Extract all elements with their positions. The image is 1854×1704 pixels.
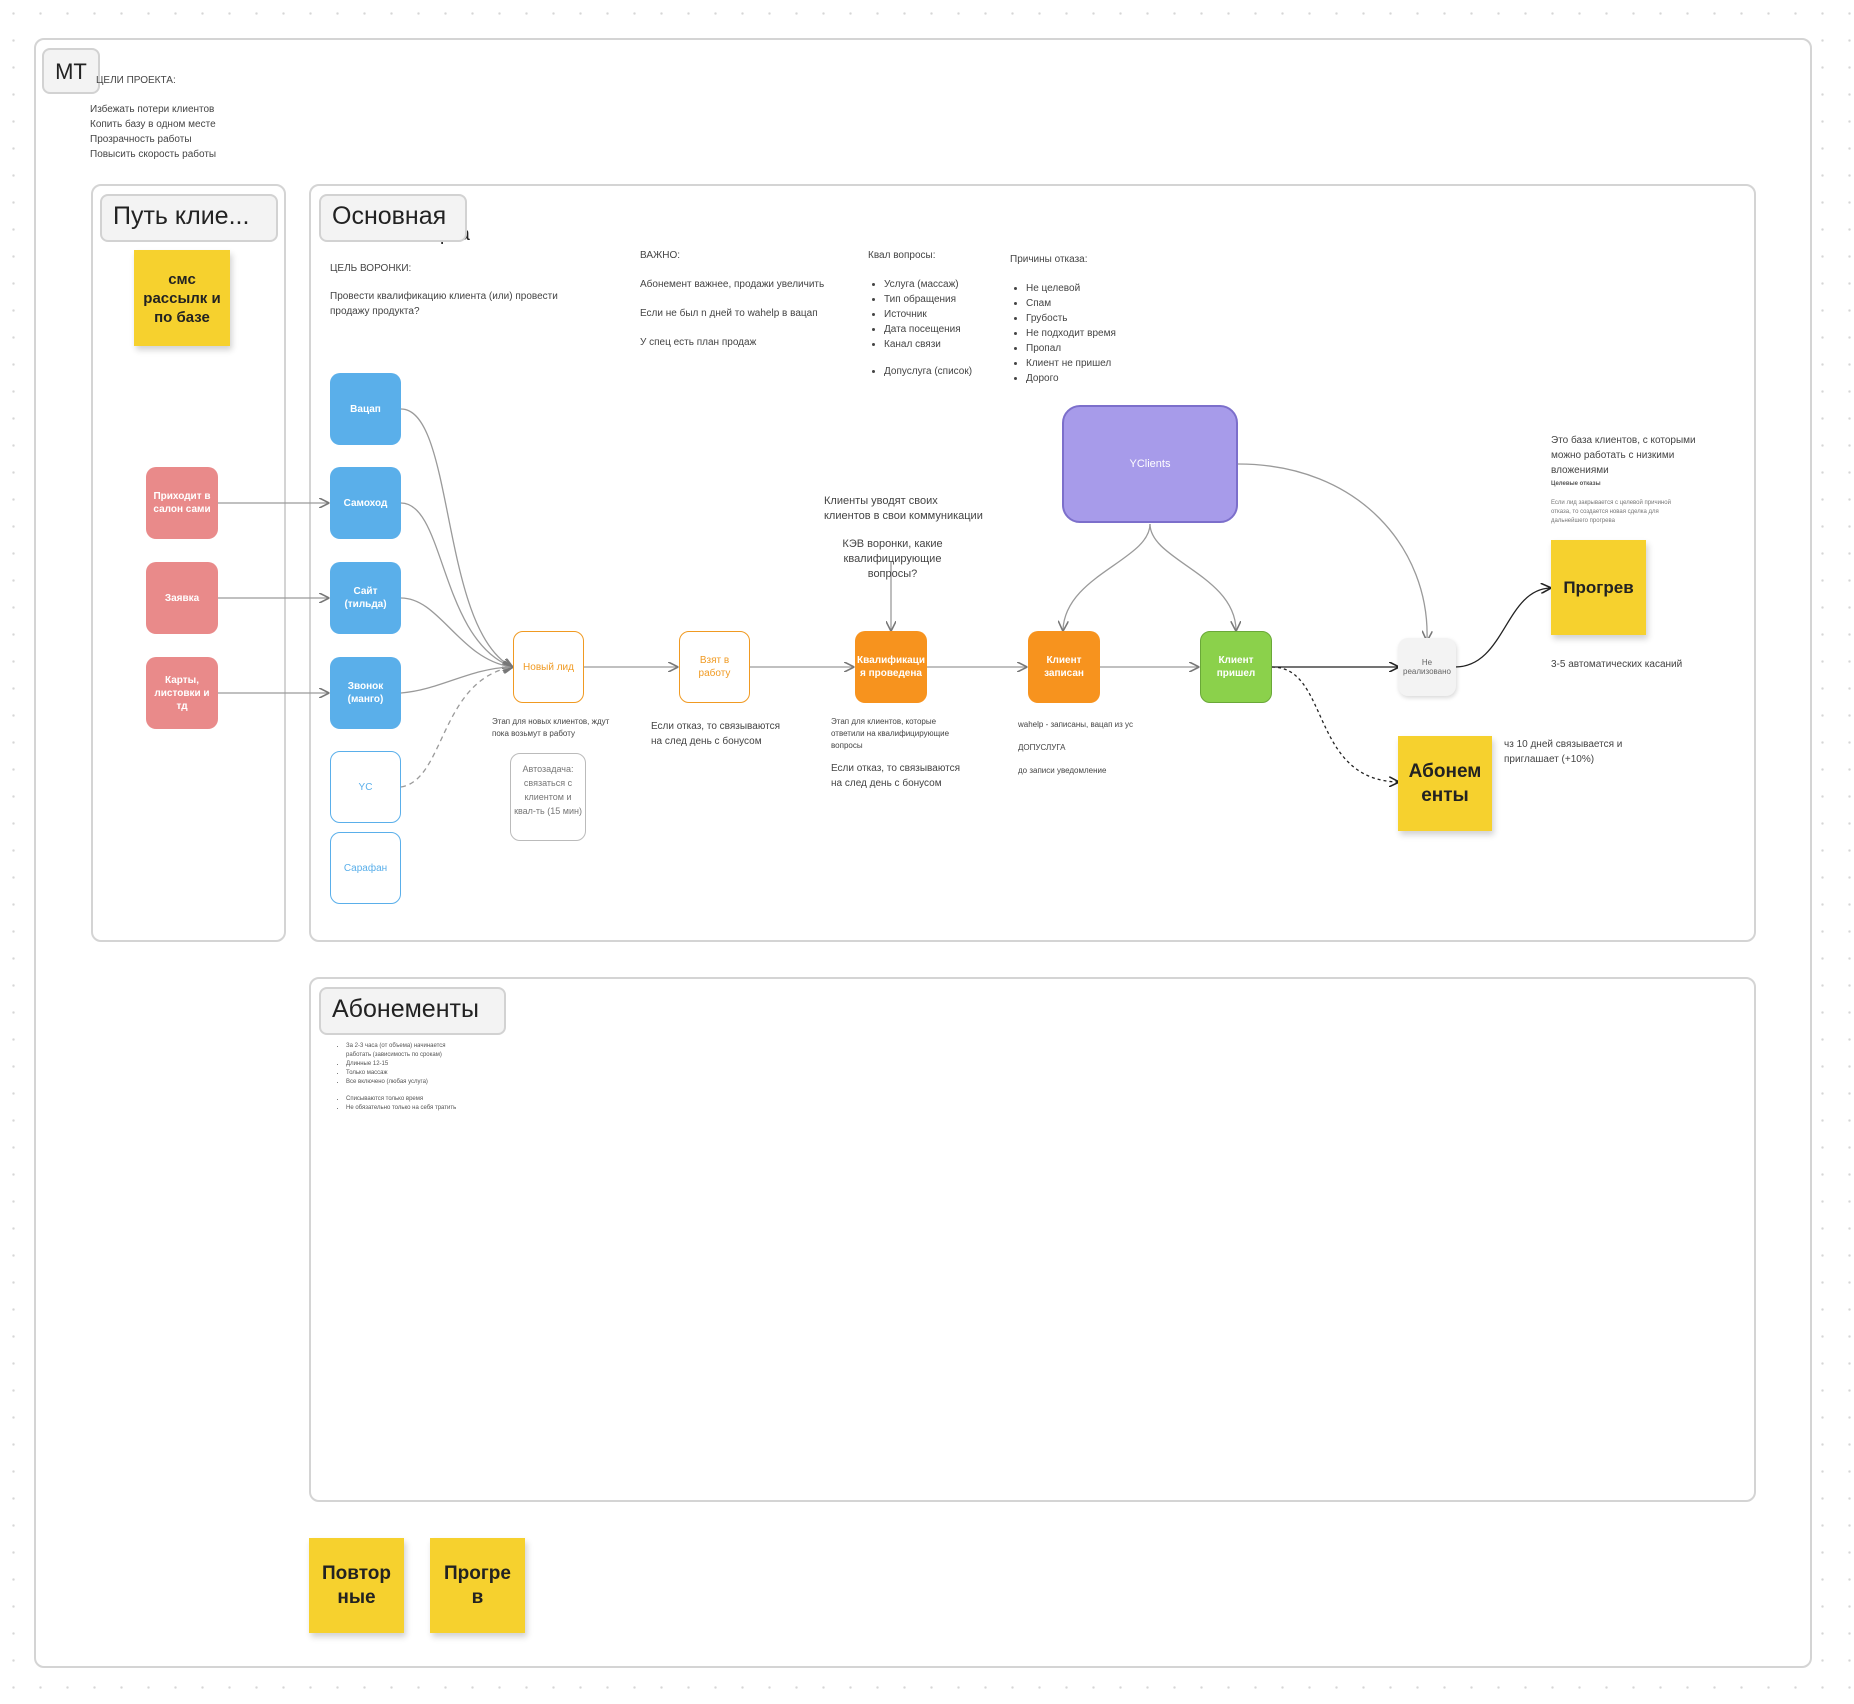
avatar-badge[interactable]: МТ — [42, 48, 100, 94]
stage-new-lead[interactable]: Новый лид — [513, 631, 584, 703]
channel-website[interactable]: Сайт (тильда) — [330, 562, 401, 634]
yclients-node[interactable]: YClients — [1062, 405, 1238, 523]
qual-item: Услуга (массаж) — [884, 277, 961, 292]
warm-up-bottom-sticky[interactable]: Прогре в — [430, 1538, 525, 1633]
subscription-item: Все включено (любая услуга) — [346, 1078, 466, 1087]
note-booked-2: ДОПУСЛУГА — [1018, 743, 1066, 752]
stage-booked[interactable]: Клиент записан — [1028, 631, 1100, 703]
reason-item: Грубость — [1026, 311, 1116, 326]
stage-in-work[interactable]: Взят в работу — [679, 631, 750, 703]
qual-item: Дата посещения — [884, 322, 961, 337]
subscription-item: Только массаж — [346, 1069, 466, 1078]
note-kev: КЭВ воронки, какие квалифицирующие вопро… — [842, 538, 943, 580]
note-qualified: Этап для клиентов, которые ответили на к… — [831, 717, 950, 750]
note-touches: 3-5 автоматических касаний — [1551, 659, 1683, 670]
goals-list: Избежать потери клиентов Копить базу в о… — [90, 102, 216, 162]
subscriptions-list: За 2-3 часа (от объема) начинается работ… — [330, 1042, 466, 1087]
stage-came[interactable]: Клиент пришел — [1200, 631, 1272, 703]
sms-sticky[interactable]: смс рассылк и по базе — [134, 250, 230, 346]
qual-list: Услуга (массаж) Тип обращения Источник Д… — [868, 277, 961, 352]
note-qualified-2: Если отказ, то связываются на след день … — [831, 763, 960, 789]
important-3: У спец есть план продаж — [640, 337, 757, 348]
reason-item: Не подходит время — [1026, 326, 1116, 341]
channel-yc[interactable]: YC — [330, 751, 401, 823]
channel-walk-in[interactable]: Самоход — [330, 467, 401, 539]
note-base-tiny-title: Целевые отказы — [1551, 481, 1601, 487]
note-base-tiny: Если лид закрывается с целевой причиной … — [1551, 500, 1671, 524]
note-base: Это база клиентов, с которыми можно рабо… — [1551, 435, 1696, 476]
autotask-box[interactable]: Автозадача: связаться с клиентом и квал-… — [510, 753, 586, 841]
funnel-goal-title: ЦЕЛЬ ВОРОНКИ: — [330, 263, 412, 274]
note-in-work: Если отказ, то связываются на след день … — [651, 721, 780, 747]
reason-item: Спам — [1026, 296, 1116, 311]
goal-item: Копить базу в одном месте — [90, 119, 216, 130]
subscriptions-label[interactable]: Абонементы — [319, 987, 506, 1035]
goal-item: Избежать потери клиентов — [90, 104, 215, 115]
reasons-list: Не целевой Спам Грубость Не подходит вре… — [1010, 281, 1116, 386]
qual-title: Квал вопросы: — [868, 250, 936, 261]
goal-item: Повысить скорость работы — [90, 149, 217, 160]
reasons-title: Причины отказа: — [1010, 254, 1088, 265]
reason-item: Клиент не пришел — [1026, 356, 1116, 371]
important-1: Абонемент важнее, продажи увеличить — [640, 279, 825, 290]
source-cards[interactable]: Карты, листовки и тд — [146, 657, 218, 729]
important-2: Если не был n дней то wahelp в вацап — [640, 308, 818, 319]
qual-item: Тип обращения — [884, 292, 961, 307]
subscriptions-section — [309, 977, 1756, 1502]
goals-title: ЦЕЛИ ПРОЕКТА: — [96, 75, 176, 86]
qual-extra-list: Допуслуга (список) — [868, 364, 972, 379]
repeat-sticky[interactable]: Повтор ные — [309, 1538, 404, 1633]
note-booked-1: wahelp - записаны, вацап из yc — [1018, 720, 1133, 729]
subscription-item: Списываются только время — [346, 1095, 466, 1104]
qual-extra: Допуслуга (список) — [884, 364, 972, 379]
source-walk-in[interactable]: Приходит в салон сами — [146, 467, 218, 539]
qual-item: Канал связи — [884, 337, 961, 352]
funnel-goal-text: Провести квалификацию клиента (или) пров… — [330, 291, 558, 317]
subscriptions-sticky[interactable]: Абонем енты — [1398, 736, 1492, 831]
qual-item: Источник — [884, 307, 961, 322]
channel-referral[interactable]: Сарафан — [330, 832, 401, 904]
note-clients: Клиенты уводят своих клиентов в свои ком… — [824, 495, 983, 522]
goal-item: Прозрачность работы — [90, 134, 192, 145]
subscription-item: Длинные 12-15 — [346, 1060, 466, 1069]
main-funnel-label[interactable]: Основная — [319, 194, 467, 242]
client-path-label[interactable]: Путь клие... — [100, 194, 278, 242]
reason-item: Не целевой — [1026, 281, 1116, 296]
subscription-item: За 2-3 часа (от объема) начинается работ… — [346, 1042, 466, 1060]
reason-item: Пропал — [1026, 341, 1116, 356]
note-booked-3: до записи уведомление — [1018, 766, 1107, 775]
reason-item: Дорого — [1026, 371, 1116, 386]
main-funnel-section — [309, 184, 1756, 942]
note-new-lead: Этап для новых клиентов, ждут пока возьм… — [492, 717, 610, 738]
channel-call[interactable]: Звонок (манго) — [330, 657, 401, 729]
stage-qualified[interactable]: Квалификаци я проведена — [855, 631, 927, 703]
important-title: ВАЖНО: — [640, 250, 681, 261]
stage-not-realized[interactable]: Не реализовано — [1398, 638, 1456, 696]
channel-whatsapp[interactable]: Вацап — [330, 373, 401, 445]
warm-up-sticky[interactable]: Прогрев — [1551, 540, 1646, 635]
source-request[interactable]: Заявка — [146, 562, 218, 634]
subscriptions-list-2: Списываются только время Не обязательно … — [330, 1095, 466, 1113]
note-10-days: чз 10 дней связывается и приглашает (+10… — [1504, 739, 1623, 765]
subscription-item: Не обязательно только на себя тратить — [346, 1104, 466, 1113]
